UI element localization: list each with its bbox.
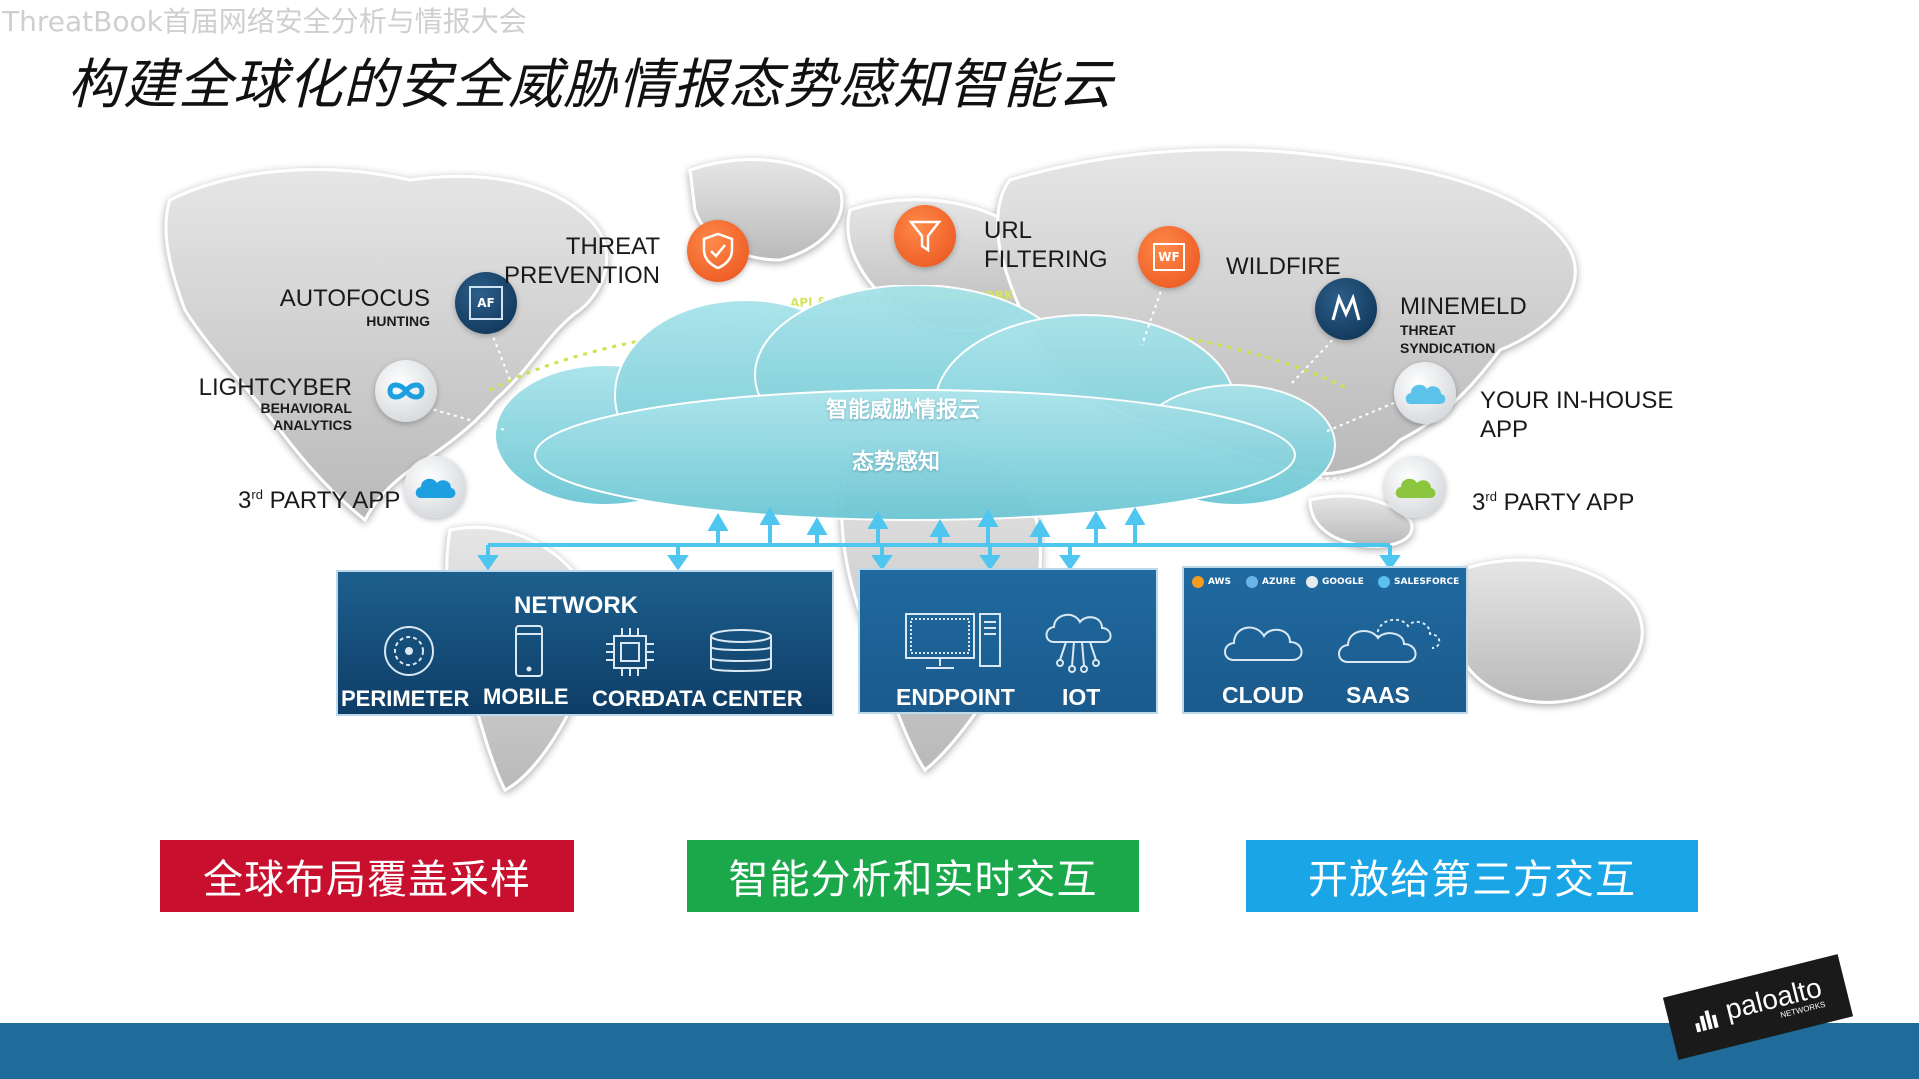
cloud-panel: AWS AZURE GOOGLE SALESFORCE CLOUD SAAS bbox=[1182, 566, 1468, 714]
footer-bar bbox=[0, 1023, 1919, 1079]
threat-prevention-label-2: PREVENTION bbox=[503, 262, 660, 289]
wf-icon[interactable]: WF bbox=[1138, 226, 1200, 288]
minemeld-icon[interactable] bbox=[1315, 278, 1377, 340]
intelligence-cloud bbox=[495, 285, 1336, 521]
iot-label: IOT bbox=[1062, 684, 1101, 710]
endpoint-label: ENDPOINT bbox=[896, 684, 1015, 710]
inhouse-app-label-2: APP bbox=[1480, 416, 1529, 443]
slide-title: 构建全球化的安全威胁情报态势感知智能云 bbox=[68, 53, 1113, 116]
network-title: NETWORK bbox=[514, 592, 638, 619]
cloud-title: 智能威胁情报云 bbox=[826, 398, 981, 423]
iot-cloud-icon bbox=[1045, 613, 1112, 673]
chip-icon bbox=[606, 628, 654, 676]
cloud-icon[interactable] bbox=[404, 456, 466, 518]
target-icon bbox=[384, 626, 434, 676]
google-tag: GOOGLE bbox=[1306, 576, 1364, 588]
mobile-label: MOBILE bbox=[483, 684, 569, 709]
cloud-icon[interactable] bbox=[1384, 456, 1446, 518]
autofocus-label: AUTOFOCUS bbox=[279, 285, 430, 312]
pillar-intelligent-analysis: 智能分析和实时交互 bbox=[687, 840, 1139, 912]
cloud-label: CLOUD bbox=[1222, 682, 1304, 708]
pillar-global-coverage: 全球布局覆盖采样 bbox=[160, 840, 574, 912]
cloud-icon bbox=[1338, 618, 1441, 663]
data-center-label: DATA CENTER bbox=[649, 686, 803, 711]
cloud-icon[interactable] bbox=[1394, 362, 1456, 424]
network-panel: NETWORK PERIMETER MOBILE CORE DATA CENTE… bbox=[336, 570, 834, 716]
af-icon[interactable]: AF bbox=[455, 272, 517, 334]
api-framework-arc bbox=[489, 313, 1351, 392]
third-party-app-right-label: 3rd PARTY APP bbox=[1472, 489, 1635, 516]
autofocus-sublabel: HUNTING bbox=[366, 313, 430, 329]
funnel-icon[interactable] bbox=[894, 205, 956, 267]
url-filtering-label-2: FILTERING bbox=[984, 246, 1108, 273]
salesforce-tag: SALESFORCE bbox=[1378, 576, 1459, 588]
minemeld-sublabel-2: SYNDICATION bbox=[1400, 340, 1496, 356]
perimeter-label: PERIMETER bbox=[341, 686, 470, 711]
minemeld-label: MINEMELD bbox=[1400, 293, 1527, 320]
cloud-icon bbox=[1224, 626, 1303, 661]
aws-tag: AWS bbox=[1192, 576, 1231, 588]
azure-tag: AZURE bbox=[1246, 576, 1296, 588]
endpoint-panel: ENDPOINT IOT bbox=[858, 568, 1158, 714]
saas-label: SAAS bbox=[1346, 682, 1410, 708]
paloalto-logo: paloalto NETWORKS bbox=[1662, 954, 1854, 1060]
lightcyber-sublabel-1: BEHAVIORAL bbox=[260, 400, 352, 416]
core-label: CORE bbox=[592, 686, 656, 711]
pillar-third-party-open: 开放给第三方交互 bbox=[1246, 840, 1698, 912]
lightcyber-sublabel-2: ANALYTICS bbox=[273, 417, 352, 433]
data-rail bbox=[477, 507, 1401, 571]
phone-icon bbox=[515, 625, 543, 677]
cloud-subtitle: 态势感知 bbox=[852, 450, 941, 475]
monitor-icon bbox=[905, 613, 1001, 669]
shield-check-icon[interactable] bbox=[687, 220, 749, 282]
minemeld-sublabel-1: THREAT bbox=[1400, 322, 1456, 338]
url-filtering-label-1: URL bbox=[984, 217, 1033, 244]
database-icon bbox=[710, 629, 772, 672]
inhouse-app-label-1: YOUR IN-HOUSE bbox=[1480, 387, 1674, 414]
third-party-app-left-label: 3rd PARTY APP bbox=[238, 487, 401, 514]
conference-name: ThreatBook首届网络安全分析与情报大会 bbox=[2, 5, 527, 38]
infinity-icon[interactable] bbox=[375, 360, 437, 422]
threat-prevention-label-1: THREAT bbox=[565, 233, 660, 260]
lightcyber-label: LIGHTCYBER bbox=[198, 374, 352, 401]
wildfire-label: WILDFIRE bbox=[1226, 253, 1341, 280]
logo-mark-icon bbox=[1695, 1010, 1719, 1033]
